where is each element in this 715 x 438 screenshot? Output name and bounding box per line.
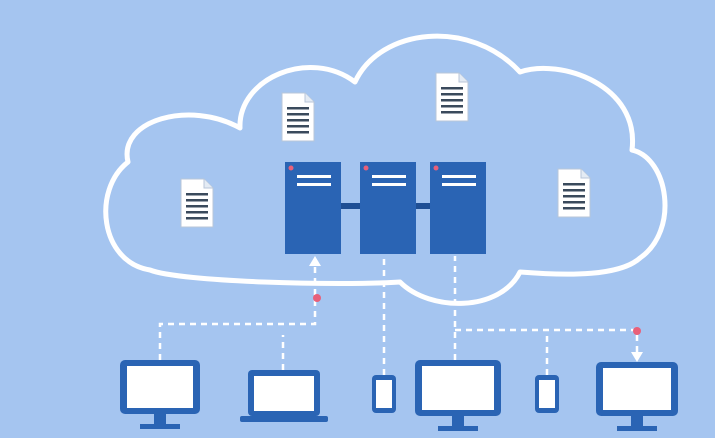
- server-link: [414, 203, 432, 209]
- document-icon: [557, 168, 591, 218]
- connection-desktop-1-to-server-1: [158, 265, 317, 360]
- document-icon: [180, 178, 214, 228]
- document-icon: [435, 72, 469, 122]
- document-icon: [281, 92, 315, 142]
- cloud-outline: [103, 33, 668, 306]
- server-link: [340, 203, 362, 209]
- server-icon: [285, 162, 341, 254]
- smartphone-icon: [372, 375, 396, 413]
- desktop-monitor-icon: [596, 362, 678, 431]
- desktop-monitor-icon: [415, 360, 501, 431]
- laptop-icon: [240, 370, 328, 422]
- arrow-up-icon: [309, 256, 321, 266]
- server-icon: [430, 162, 486, 254]
- connection-dot: [313, 294, 321, 302]
- smartphone-icon: [535, 375, 559, 413]
- desktop-monitor-icon: [120, 360, 200, 429]
- server-icon: [360, 162, 416, 254]
- connection-dot: [633, 327, 641, 335]
- arrow-down-icon: [631, 352, 643, 362]
